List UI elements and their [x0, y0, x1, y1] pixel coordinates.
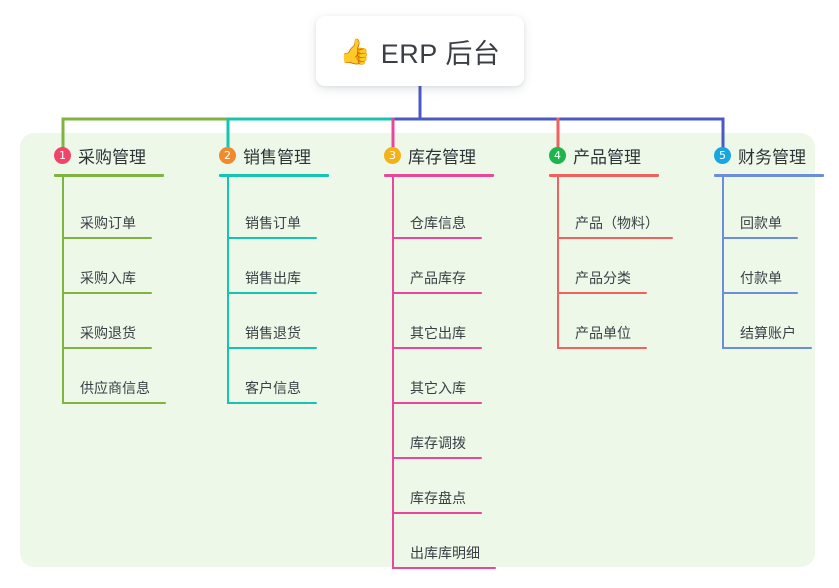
branch-title: 采购管理 — [78, 147, 146, 167]
branch-child-label: 供应商信息 — [80, 380, 150, 396]
branch-child-underline — [557, 347, 647, 349]
branch-child-label: 库存调拨 — [410, 435, 466, 451]
branch-child-item[interactable]: 结算账户 — [722, 319, 812, 349]
branch-header-4[interactable]: 4 产品管理 — [531, 143, 641, 167]
branch-spine — [227, 177, 229, 404]
branch-child-item[interactable]: 销售订单 — [227, 209, 317, 239]
branch-child-label: 付款单 — [740, 270, 782, 286]
branch-column-1: 1 采购管理采购订单采购入库采购退货供应商信息 — [36, 143, 166, 404]
branch-child-underline — [227, 402, 317, 404]
branch-child-underline — [722, 292, 798, 294]
branch-title: 销售管理 — [243, 147, 311, 167]
branch-child-underline — [557, 292, 647, 294]
branch-child-label: 客户信息 — [245, 380, 301, 396]
branch-child-underline — [62, 347, 152, 349]
branch-child-underline — [557, 237, 673, 239]
branch-header-1[interactable]: 1 采购管理 — [36, 143, 146, 167]
branch-child-item[interactable]: 产品（物料） — [557, 209, 673, 239]
branch-title: 产品管理 — [573, 147, 641, 167]
branch-header-underline — [219, 174, 329, 177]
branch-spine — [392, 177, 394, 569]
branch-child-underline — [227, 237, 317, 239]
branch-column-5: 5 财务管理回款单付款单结算账户 — [696, 143, 824, 349]
branch-column-4: 4 产品管理产品（物料） 产品分类产品单位 — [531, 143, 673, 349]
branch-child-label: 采购入库 — [80, 270, 136, 286]
branch-header-underline — [54, 174, 164, 177]
root-node[interactable]: 👍 ERP 后台 — [316, 16, 524, 86]
branch-child-item[interactable]: 回款单 — [722, 209, 798, 239]
branch-child-item[interactable]: 采购订单 — [62, 209, 152, 239]
branch-number-badge: 5 — [714, 146, 731, 164]
branch-child-underline — [722, 237, 798, 239]
branch-child-label: 产品库存 — [410, 270, 466, 286]
branch-child-label: 产品（物料） — [575, 215, 659, 231]
branch-child-underline — [392, 512, 482, 514]
branch-child-underline — [392, 292, 482, 294]
branch-child-item[interactable]: 产品单位 — [557, 319, 647, 349]
root-title: ERP 后台 — [380, 38, 501, 69]
branch-header-underline — [714, 174, 824, 177]
branch-child-label: 采购订单 — [80, 215, 136, 231]
branch-header-2[interactable]: 2 销售管理 — [201, 143, 311, 167]
branch-child-item[interactable]: 销售出库 — [227, 264, 317, 294]
branch-child-item[interactable]: 产品库存 — [392, 264, 482, 294]
thumbs-up-icon: 👍 — [339, 37, 371, 66]
branch-header-5[interactable]: 5 财务管理 — [696, 143, 806, 167]
branch-number-badge: 2 — [219, 146, 236, 164]
branch-child-label: 销售退货 — [245, 325, 301, 341]
branch-number-badge: 4 — [549, 146, 566, 164]
branch-child-underline — [722, 347, 812, 349]
branch-spine — [62, 177, 64, 404]
branch-child-item[interactable]: 供应商信息 — [62, 374, 166, 404]
branch-child-underline — [392, 567, 496, 569]
branch-child-item[interactable]: 付款单 — [722, 264, 798, 294]
branch-header-underline — [549, 174, 659, 177]
branch-child-underline — [392, 347, 482, 349]
branch-child-item[interactable]: 采购入库 — [62, 264, 152, 294]
branch-child-label: 仓库信息 — [410, 215, 466, 231]
branch-child-label: 库存盘点 — [410, 490, 466, 506]
branch-spine — [722, 177, 724, 349]
branch-number-badge: 3 — [384, 146, 401, 164]
branch-child-label: 其它出库 — [410, 325, 466, 341]
branch-child-label: 产品单位 — [575, 325, 631, 341]
branch-child-item[interactable]: 其它入库 — [392, 374, 482, 404]
branch-child-item[interactable]: 客户信息 — [227, 374, 317, 404]
branch-child-item[interactable]: 销售退货 — [227, 319, 317, 349]
branch-child-underline — [227, 347, 317, 349]
branch-spine — [557, 177, 559, 349]
branch-child-label: 销售出库 — [245, 270, 301, 286]
branch-child-underline — [392, 457, 482, 459]
branch-header-underline — [384, 174, 494, 177]
branch-child-underline — [392, 402, 482, 404]
branch-title: 库存管理 — [408, 147, 476, 167]
branch-child-item[interactable]: 产品分类 — [557, 264, 647, 294]
diagram-panel — [20, 133, 815, 567]
branch-column-2: 2 销售管理销售订单销售出库销售退货客户信息 — [201, 143, 329, 404]
branch-child-label: 结算账户 — [740, 325, 796, 341]
branch-child-item[interactable]: 仓库信息 — [392, 209, 482, 239]
branch-title: 财务管理 — [738, 147, 806, 167]
branch-child-underline — [392, 237, 482, 239]
branch-child-item[interactable]: 出库库明细 — [392, 539, 496, 569]
branch-header-3[interactable]: 3 库存管理 — [366, 143, 476, 167]
branch-column-3: 3 库存管理仓库信息产品库存其它出库其它入库库存调拨库存盘点出库库明细 — [366, 143, 496, 569]
branch-number-badge: 1 — [54, 146, 71, 164]
branch-child-label: 其它入库 — [410, 380, 466, 396]
branch-child-label: 出库库明细 — [410, 545, 480, 561]
branch-child-item[interactable]: 库存盘点 — [392, 484, 482, 514]
branch-child-item[interactable]: 采购退货 — [62, 319, 152, 349]
branch-child-underline — [227, 292, 317, 294]
branch-child-label: 采购退货 — [80, 325, 136, 341]
branch-child-underline — [62, 402, 166, 404]
branch-child-item[interactable]: 其它出库 — [392, 319, 482, 349]
branch-child-underline — [62, 292, 152, 294]
branch-child-label: 回款单 — [740, 215, 782, 231]
branch-child-label: 销售订单 — [245, 215, 301, 231]
branch-child-underline — [62, 237, 152, 239]
branch-child-label: 产品分类 — [575, 270, 631, 286]
branch-child-item[interactable]: 库存调拨 — [392, 429, 482, 459]
